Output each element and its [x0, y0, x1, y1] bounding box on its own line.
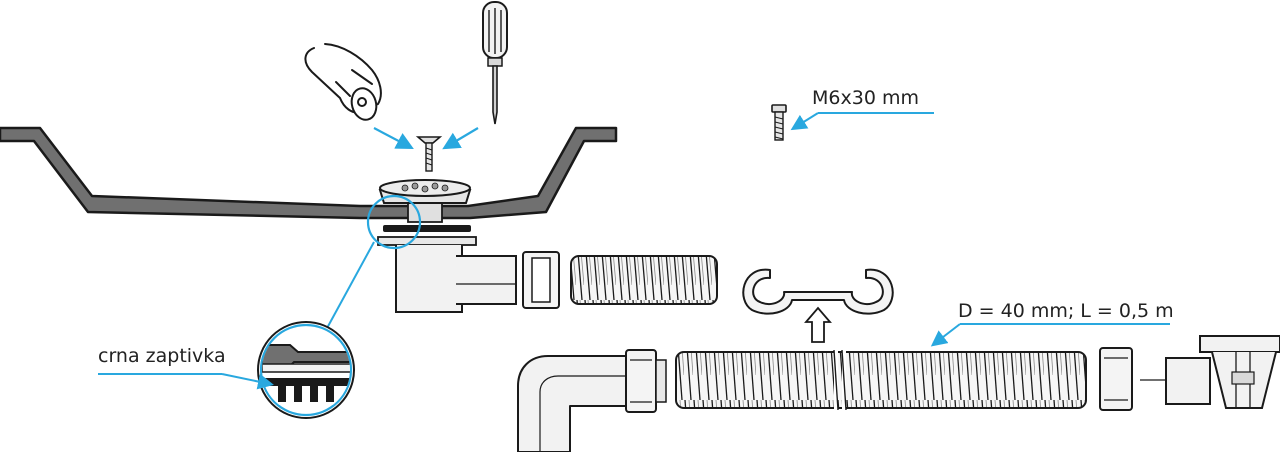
arrow-icon [930, 323, 961, 347]
screw-icon [415, 136, 443, 172]
drain-strainer [378, 179, 472, 223]
hose-spec-label: D = 40 mm; L = 0,5 m [958, 300, 1174, 322]
pipe-elbow [517, 355, 629, 452]
arrow-icon [804, 306, 832, 343]
hose-nut-right [1099, 347, 1133, 411]
long-corrugated-hose [675, 351, 1087, 409]
arrow-icon [373, 127, 414, 150]
screw-icon [771, 104, 787, 141]
hose-nut-top [522, 251, 560, 309]
overflow-trap [1140, 335, 1280, 409]
arrow-icon [221, 373, 274, 390]
gasket-ring [383, 225, 471, 232]
screw-size-label: M6x30 mm [812, 87, 919, 109]
gasket-label: crna zaptivka [98, 345, 226, 367]
screwdriver-icon [482, 1, 508, 125]
hose-clip-bracket [742, 268, 894, 315]
arrow-icon [790, 112, 819, 131]
arrow-icon [442, 127, 479, 150]
sink-basin [0, 126, 618, 220]
hose-nut-elbow [625, 349, 667, 413]
gasket-detail-callout [257, 194, 422, 419]
hand-icon [304, 43, 382, 121]
trap-body [377, 236, 517, 313]
short-corrugated-hose [570, 255, 718, 305]
